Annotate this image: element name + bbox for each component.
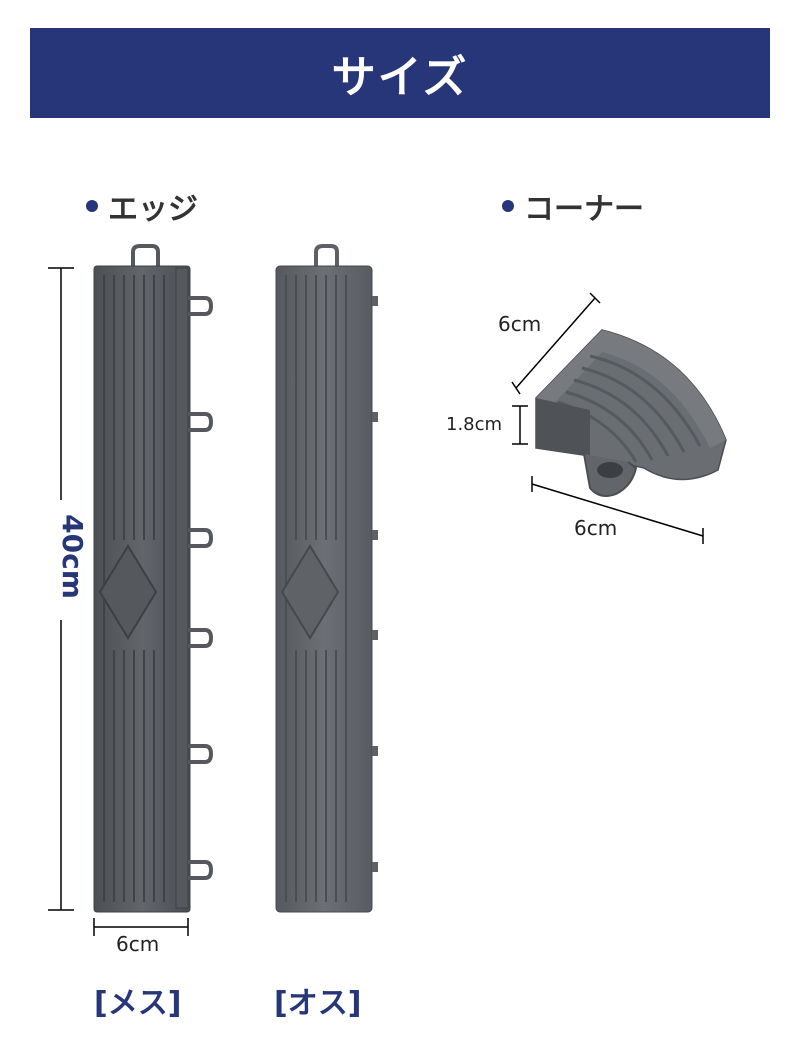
- bullet-dot-icon: [86, 200, 98, 212]
- corner-height-label: 1.8cm: [446, 414, 503, 435]
- corner-section-label: コーナー: [502, 184, 644, 228]
- corner-top-width-label: 6cm: [498, 312, 542, 336]
- corner-bottom-width-label: 6cm: [574, 516, 618, 540]
- edge-section-label: エッジ: [86, 184, 198, 228]
- page-title-banner: サイズ: [30, 28, 770, 118]
- female-label: [メス]: [94, 986, 182, 1021]
- edge-width-label: 6cm: [116, 932, 160, 956]
- bullet-dot-icon: [502, 200, 514, 212]
- page-title: サイズ: [331, 52, 469, 103]
- edge-label-text: エッジ: [108, 192, 198, 227]
- corner-label-text: コーナー: [524, 192, 644, 227]
- male-label: [オス]: [274, 986, 362, 1021]
